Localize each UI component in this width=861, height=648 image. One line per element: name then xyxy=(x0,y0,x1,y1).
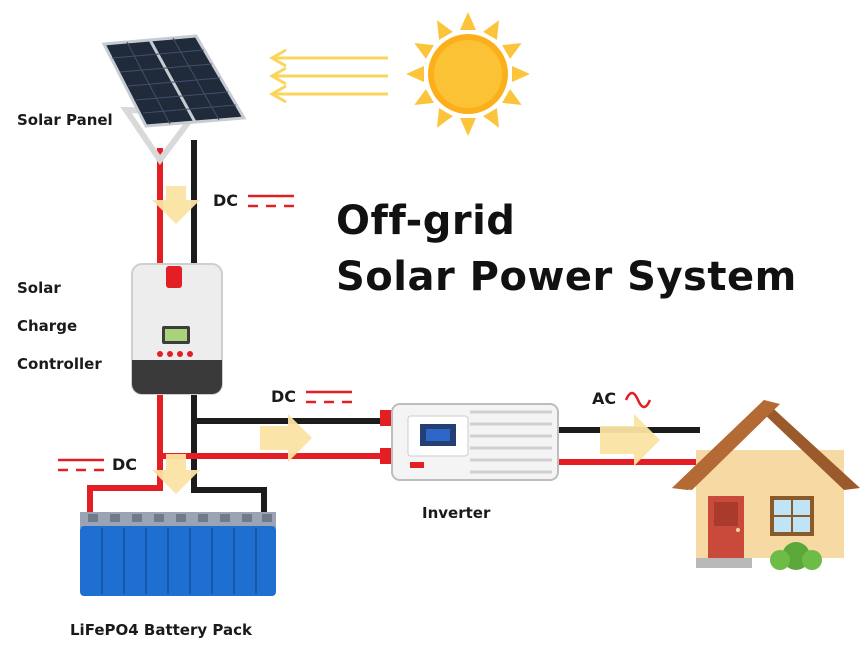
flow-arrows xyxy=(152,186,660,494)
battery-pack-icon xyxy=(80,512,276,596)
label-inverter: Inverter xyxy=(422,504,491,522)
dc-symbol-3 xyxy=(58,458,104,472)
flow-arrow-down-panel xyxy=(152,186,200,224)
label-solar-panel: Solar Panel xyxy=(17,111,113,129)
tag-dc-battery: DC xyxy=(112,455,138,474)
wire-controller-battery-positive xyxy=(87,392,163,512)
title-line-1: Off-grid xyxy=(336,198,516,244)
ac-symbol xyxy=(624,391,652,409)
sun-rays xyxy=(268,48,388,104)
flow-arrow-down-battery xyxy=(152,454,200,494)
wire-controller-battery-negative xyxy=(191,392,267,512)
dc-symbol-2 xyxy=(306,390,352,404)
charge-controller-icon xyxy=(131,263,223,395)
house-icon xyxy=(672,400,860,570)
flow-arrow-right-inverter xyxy=(260,414,312,462)
solar-panel-icon xyxy=(101,34,247,166)
tag-dc-inverter: DC xyxy=(271,387,297,406)
title-line-2: Solar Power System xyxy=(336,254,797,300)
inverter-icon xyxy=(380,403,559,481)
flow-arrow-right-house xyxy=(600,414,660,466)
label-controller-line-3: Controller xyxy=(17,355,102,373)
label-controller-line-1: Solar xyxy=(17,279,61,297)
tag-dc-panel: DC xyxy=(213,191,239,210)
dc-symbol-1 xyxy=(248,194,294,208)
label-controller-line-2: Charge xyxy=(17,317,78,335)
sun-icon xyxy=(406,12,530,136)
tag-ac-house: AC xyxy=(592,389,617,408)
label-battery-pack: LiFePO4 Battery Pack xyxy=(70,621,252,639)
